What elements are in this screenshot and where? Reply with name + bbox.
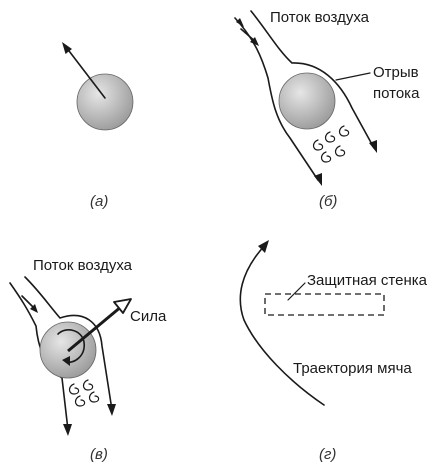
separation-label-1: Отрыв [373,64,419,81]
caption-b: (б) [319,193,337,210]
trajectory-label: Траектория мяча [293,360,412,377]
caption-a: (а) [90,193,108,210]
streamline-2 [24,276,113,411]
airflow-label: Поток воздуха [270,9,370,26]
arrow-head-3 [30,304,38,313]
panel-v: Поток воздуха Сила (в) [9,257,167,463]
arrow-head-2 [369,140,377,153]
airflow-label: Поток воздуха [33,257,133,274]
ball-trajectory [239,243,325,406]
velocity-arrow-head [62,42,72,54]
arrow-head-1 [63,424,72,436]
streamline-1-head-top [236,18,244,27]
streamline-3-head [250,37,259,46]
panel-a: (а) [62,42,134,210]
caption-v: (в) [90,446,108,463]
panel-b: Поток воздуха Отрыв потока (б) [234,9,420,210]
force-arrow [67,304,123,353]
panel-g: Защитная стенка Траектория мяча (г) [239,240,428,463]
defensive-wall [264,293,385,316]
wake-swirls [312,125,350,163]
force-label: Сила [130,308,167,325]
separation-label-2: потока [373,85,420,102]
caption-g: (г) [319,446,336,463]
wall-label: Защитная стенка [307,272,428,289]
spin-arrow-head [62,356,70,366]
ball [278,72,336,130]
velocity-arrow [65,46,106,99]
spin-arrow [57,329,85,364]
arrow-head-2 [107,404,116,416]
force-arrow-head [113,298,132,314]
trajectory-arrow-head [258,240,269,253]
arrow-head-1 [314,173,322,186]
wake-swirls [68,379,100,407]
ball [76,73,134,131]
streamline-2 [250,10,375,149]
wall-leader [287,282,306,301]
separation-leader [335,72,371,81]
